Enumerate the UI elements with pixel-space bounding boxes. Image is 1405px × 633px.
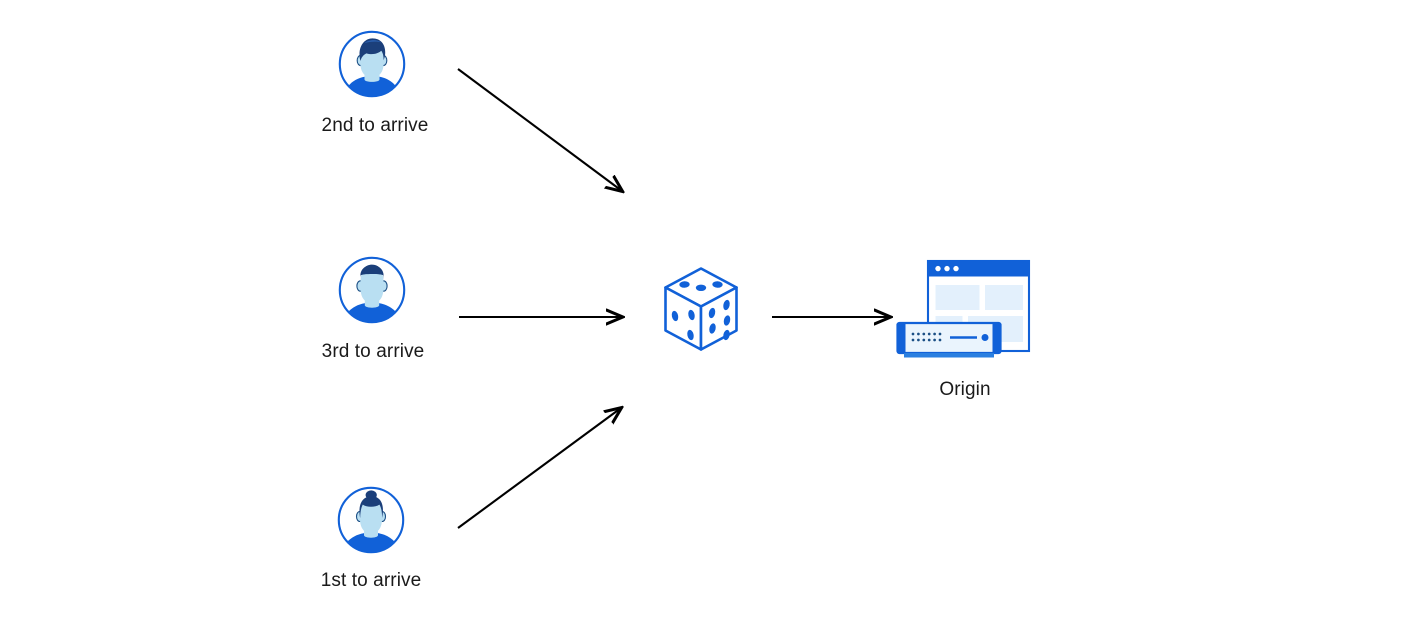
origin-label: Origin [939,379,991,400]
avatar-male-short-hair-icon [337,255,407,325]
avatar-male-wavy-hair-icon [337,29,407,99]
client-label-2nd: 2nd to arrive [321,115,429,136]
arrow-1st-to-dice [457,408,621,529]
client-label-3rd: 3rd to arrive [321,341,425,362]
dice-cube-icon [661,265,741,358]
server-device [896,321,1002,358]
client-label-1st: 1st to arrive [320,570,422,591]
avatar-female-bun-hair-icon [336,485,406,555]
arrow-2nd-to-dice [457,68,622,191]
origin-server-browser-icon [893,258,1035,373]
